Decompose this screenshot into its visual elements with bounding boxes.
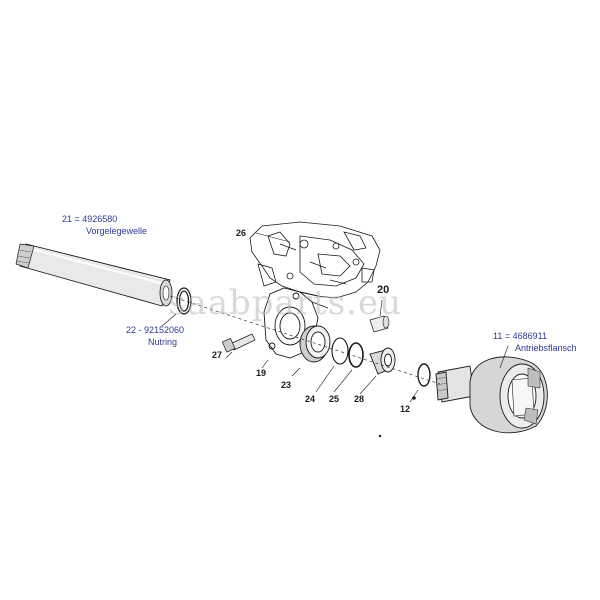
leader-lines (161, 232, 509, 403)
part-number-28: 28 (354, 394, 365, 404)
dowel-pin (369, 315, 390, 333)
part21-name-label: Vorgelegewelle (86, 226, 148, 236)
part-number-27: 27 (212, 350, 223, 360)
part-number-20: 20 (377, 284, 390, 296)
part-number-25: 25 (329, 394, 340, 404)
part-number-24: 24 (305, 394, 316, 404)
part11-number-label: 11 = 4686911 (493, 331, 547, 341)
seal-collar (369, 347, 396, 375)
retaining-ring (176, 287, 192, 315)
drive-flange (435, 356, 548, 434)
snap-ring (331, 337, 349, 365)
part-number-12: 12 (400, 404, 411, 414)
bolt (221, 333, 256, 353)
detail-dot (378, 434, 382, 438)
part11-name-label: Antriebsflansch (515, 343, 577, 353)
part-number-19: 19 (256, 368, 267, 378)
part-number-23: 23 (281, 380, 292, 390)
circlip (348, 342, 364, 368)
detail-dot (412, 396, 416, 400)
watermark: saabparts.eu (168, 283, 402, 323)
bearing (299, 325, 331, 363)
gearbox-housing (249, 221, 381, 299)
part22-number-label: 22 - 92152060 (126, 325, 185, 335)
countershaft (15, 243, 173, 307)
part-number-26: 26 (236, 228, 247, 238)
part21-number-label: 21 = 4926580 (62, 214, 118, 224)
seal-ring (417, 363, 431, 387)
part22-name-label: Nutring (148, 337, 178, 347)
